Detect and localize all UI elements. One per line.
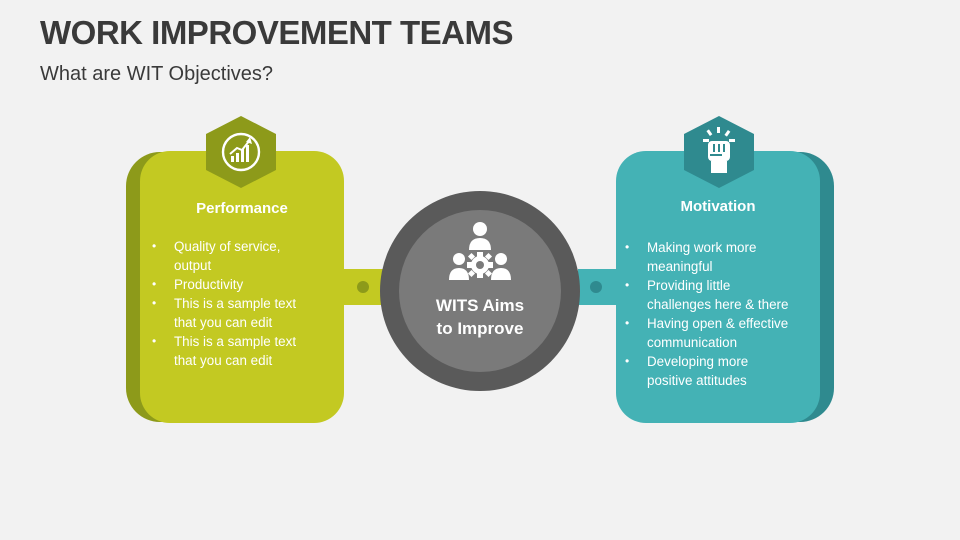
list-item: Having open & effective communication xyxy=(625,314,789,352)
right-connector-dot xyxy=(590,281,602,293)
list-item-line: Quality of service, xyxy=(174,239,281,254)
performance-hexagon xyxy=(206,116,276,188)
left-connector-dot xyxy=(357,281,369,293)
page-title: WORK IMPROVEMENT TEAMS xyxy=(40,14,514,51)
list-item-line: Having open & effective xyxy=(647,316,789,331)
center-label: WITS Aims to Improve xyxy=(399,294,561,340)
list-item-line: challenges here & there xyxy=(647,297,789,312)
center-label-line2: to Improve xyxy=(436,319,524,338)
list-item-line: positive attitudes xyxy=(647,373,747,388)
performance-title: Performance xyxy=(196,200,288,217)
list-item-line: Productivity xyxy=(174,277,244,292)
list-item-line: communication xyxy=(647,335,738,350)
center-circle xyxy=(399,210,561,372)
list-item: Making work more meaningful xyxy=(625,238,788,276)
list-item-line: that you can edit xyxy=(174,315,273,330)
list-item: This is a sample text that you can edit xyxy=(152,294,297,332)
motivation-title: Motivation xyxy=(680,198,756,215)
list-item-line: meaningful xyxy=(647,259,713,274)
list-item: Productivity xyxy=(152,275,296,294)
motivation-hexagon xyxy=(684,116,754,188)
list-item: This is a sample text that you can edit xyxy=(152,332,297,370)
list-item-line: Making work more xyxy=(647,240,757,255)
list-item-line: This is a sample text xyxy=(174,296,297,311)
performance-card: Performance Quality of service, output Pr… xyxy=(140,151,344,423)
list-item-line: that you can edit xyxy=(174,353,273,368)
page-subtitle: What are WIT Objectives? xyxy=(40,63,274,85)
list-item-line: Providing little xyxy=(647,278,731,293)
list-item-line: This is a sample text xyxy=(174,334,297,349)
center-label-line1: WITS Aims xyxy=(435,296,525,315)
list-item: Developing more positive attitudes xyxy=(625,352,788,390)
growth-chart-icon xyxy=(221,132,261,172)
motivation-list: Making work more meaningful Providing lit… xyxy=(619,238,789,390)
list-item: Providing little challenges here & there xyxy=(625,276,789,314)
performance-list: Quality of service, output Productivity T… xyxy=(146,237,296,370)
motivation-card: Motivation Making work more meaningful Pr… xyxy=(616,151,820,423)
list-item: Quality of service, output xyxy=(152,237,296,275)
list-item-line: output xyxy=(174,258,212,273)
team-gear-icon xyxy=(449,222,511,280)
list-item-line: Developing more xyxy=(647,354,749,369)
